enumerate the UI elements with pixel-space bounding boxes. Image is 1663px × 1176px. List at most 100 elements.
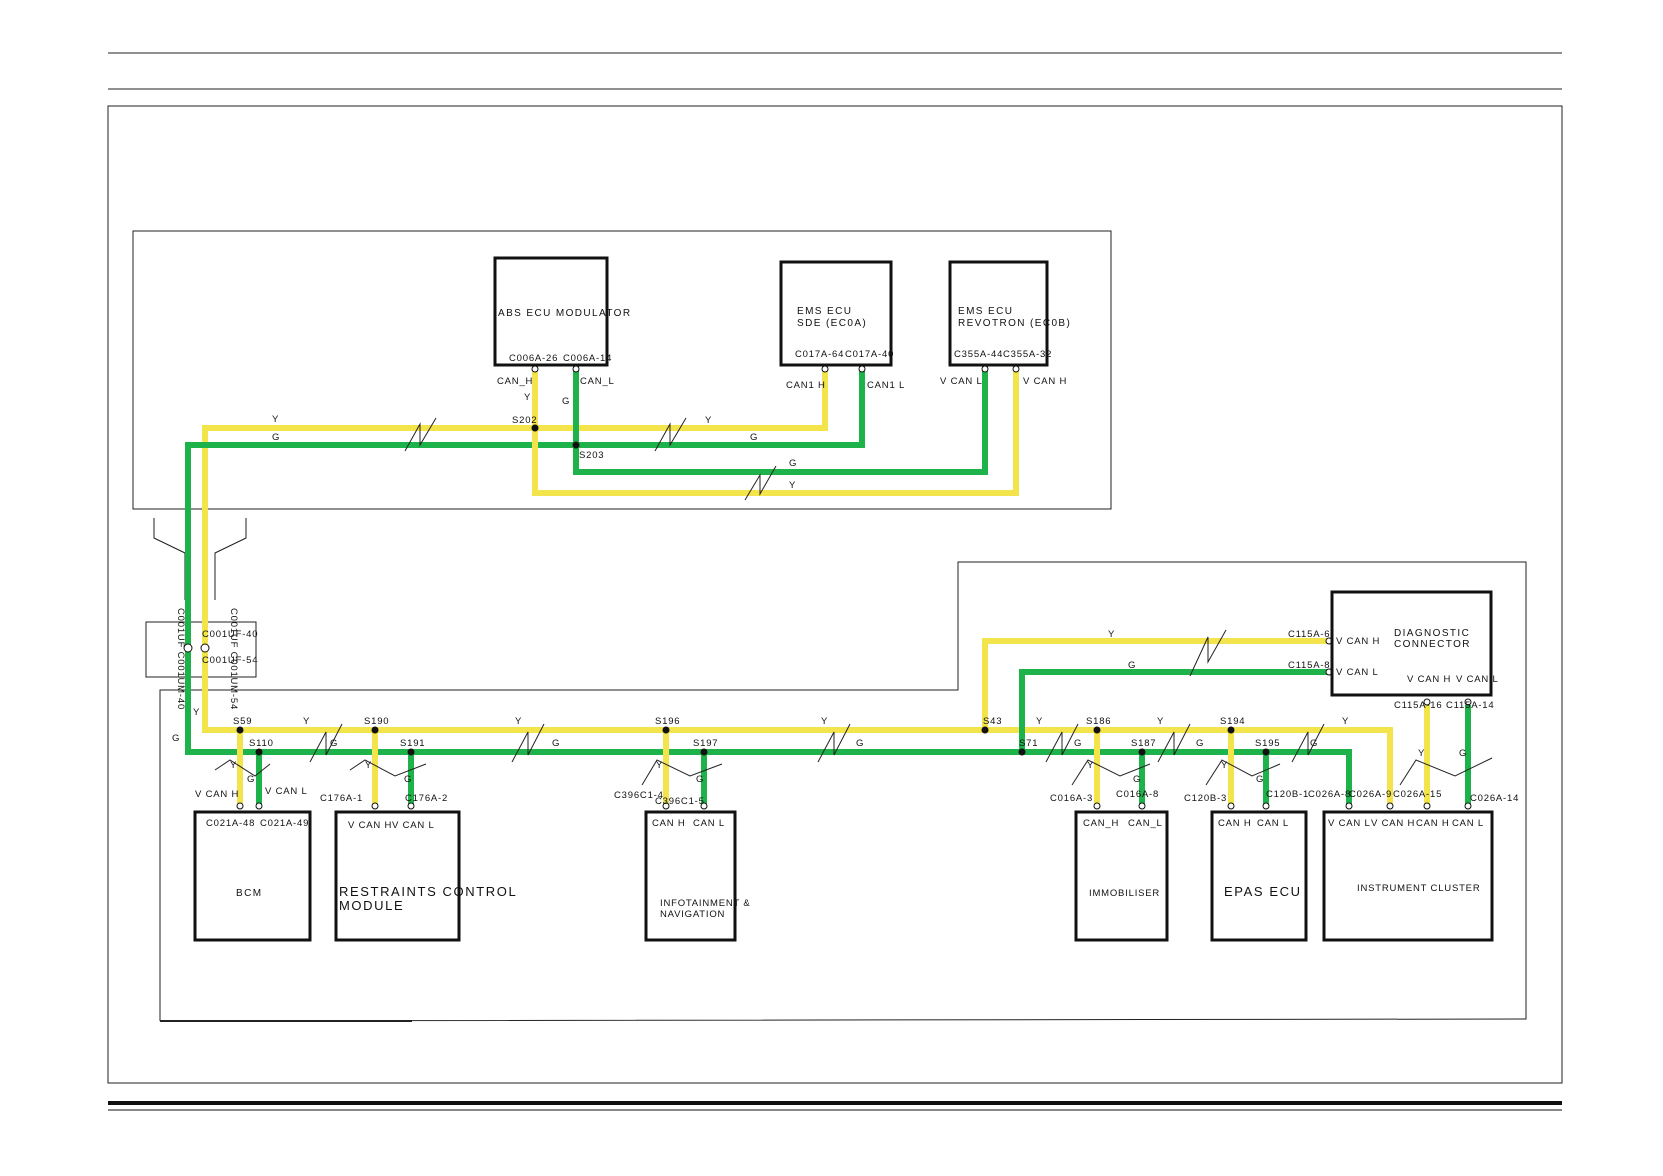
ems-sde-sig-high: CAN1 H [786, 380, 826, 391]
rcm-title-2: MODULE [339, 898, 404, 913]
diag-pin-h: C115A-6 [1288, 629, 1330, 640]
cluster-pin-a: C026A-8 [1308, 789, 1351, 800]
code-g-13: G [247, 774, 255, 785]
diag-title-2: CONNECTOR [1394, 639, 1471, 650]
splice-s110: S110 [249, 738, 274, 749]
info-title-1: INFOTAINMENT & [660, 898, 751, 909]
bcm-pin-low: C021A-49 [260, 818, 309, 829]
info-sig-high: CAN H [652, 818, 686, 829]
connector-side-right: C001UF C001UM-54 [228, 608, 239, 710]
connector-side-left: C001UF C001UM-40 [175, 608, 186, 710]
splice-s187: S187 [1131, 738, 1156, 749]
cluster-sig-d: CAN L [1452, 818, 1484, 829]
bcm-sig-high: V CAN H [195, 789, 239, 800]
ems-sde-pin-low: C017A-40 [845, 349, 894, 360]
cluster-pin-b: C026A-9 [1349, 789, 1392, 800]
immo-sig-high: CAN_H [1083, 818, 1119, 829]
splice-s59: S59 [233, 716, 252, 727]
info-pin-high: C396C1-4 [614, 790, 664, 801]
inline-connector-body [145, 621, 257, 678]
code-g-5: G [1128, 660, 1136, 671]
ems-sde-title-2: SDE (EC0A) [797, 318, 867, 329]
module-ems-sde [779, 260, 893, 367]
wire-g-ems-sde-to-trunk [185, 365, 1352, 808]
code-g-3: G [789, 458, 797, 469]
rcm-pin-low: C176A-2 [405, 793, 448, 804]
rcm-title-1: RESTRAINTS CONTROL [339, 884, 517, 899]
epas-sig-low: CAN L [1257, 818, 1289, 829]
splice-s71: S71 [1019, 738, 1038, 749]
module-boxes [193, 256, 1494, 942]
code-g-11: G [1196, 738, 1204, 749]
code-y-4: Y [524, 392, 531, 403]
wire-y-diag [982, 638, 1329, 730]
cluster-pin-d: C026A-14 [1470, 793, 1519, 804]
code-g-17: G [1256, 774, 1264, 785]
code-y-14: Y [365, 760, 372, 771]
connector-pin-2: C001UF-54 [202, 655, 258, 666]
code-g-14: G [404, 774, 412, 785]
info-pin-low: C396C1-5 [655, 796, 705, 807]
cluster-sig-b: V CAN H [1371, 818, 1415, 829]
epas-title: EPAS ECU [1224, 884, 1302, 899]
module-epas [1210, 810, 1308, 942]
code-y-9: Y [821, 716, 828, 727]
splice-s197: S197 [693, 738, 718, 749]
code-y-17: Y [1221, 760, 1228, 771]
cluster-title: INSTRUMENT CLUSTER [1357, 883, 1480, 894]
splice-s190: S190 [364, 716, 389, 727]
code-y-6: Y [193, 707, 200, 718]
info-sig-low: CAN L [693, 818, 725, 829]
info-title-2: NAVIGATION [660, 909, 725, 920]
code-y-13: Y [230, 760, 237, 771]
abs-pin-high: C006A-26 [509, 353, 558, 364]
rcm-sig-high: V CAN H [348, 820, 392, 831]
immo-pin-low: C016A-8 [1116, 789, 1159, 800]
epas-pin-high: C120B-3 [1184, 793, 1227, 804]
code-y-7: Y [303, 716, 310, 727]
wires [185, 365, 1471, 808]
rcm-sig-low: V CAN L [392, 820, 435, 831]
ems-sde-pin-high: C017A-64 [795, 349, 844, 360]
code-g-15: G [696, 774, 704, 785]
ems-rev-title-1: EMS ECU [958, 306, 1013, 317]
diag-sig-l: V CAN L [1336, 667, 1379, 678]
code-y-12: Y [1342, 716, 1349, 727]
splice-points [236, 424, 1270, 756]
splice-s203: S203 [579, 450, 604, 461]
wire-color-codes: Y G Y G G Y Y G Y G Y G Y G Y G Y G Y G … [172, 392, 1467, 785]
epas-sig-high: CAN H [1218, 818, 1252, 829]
splice-s196: S196 [655, 716, 680, 727]
abs-sig-high: CAN_H [497, 376, 533, 387]
code-g-2: G [750, 432, 758, 443]
code-g-9: G [856, 738, 864, 749]
code-y-16: Y [1087, 760, 1094, 771]
wire-g-diag [1019, 669, 1329, 752]
module-ems-revotron [948, 260, 1049, 367]
splice-s194: S194 [1220, 716, 1245, 727]
code-y-10: Y [1036, 716, 1043, 727]
code-y-8: Y [515, 716, 522, 727]
code-y-5: Y [1108, 629, 1115, 640]
diagram-frame [107, 105, 1563, 1084]
module-infotainment [644, 810, 737, 942]
bcm-title: BCM [236, 888, 262, 899]
code-g-16: G [1133, 774, 1141, 785]
code-g-18: G [1459, 748, 1467, 759]
connector-pin-1: C001UF-40 [202, 629, 258, 640]
splice-s195: S195 [1255, 738, 1280, 749]
splice-s191: S191 [400, 738, 425, 749]
diag-pin-l2: C115A-14 [1446, 700, 1494, 711]
splice-s43: S43 [983, 716, 1002, 727]
code-y-2: Y [705, 415, 712, 426]
code-g-6: G [172, 733, 180, 744]
code-y-3: Y [789, 480, 796, 491]
code-y-18: Y [1418, 748, 1425, 759]
code-g-12: G [1310, 738, 1318, 749]
module-immobiliser [1074, 810, 1169, 942]
immo-sig-low: CAN_L [1128, 818, 1163, 829]
diag-sig-h2: V CAN H [1407, 674, 1451, 685]
bcm-pin-high: C021A-48 [206, 818, 255, 829]
code-g-4: G [562, 396, 570, 407]
